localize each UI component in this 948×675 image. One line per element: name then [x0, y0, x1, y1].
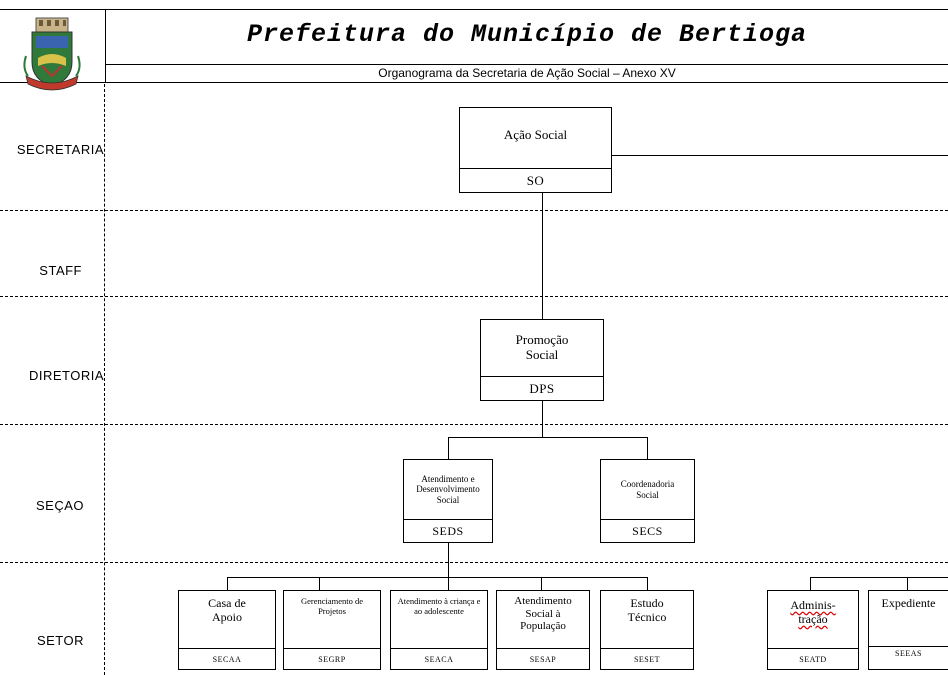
header-top-rule	[0, 9, 948, 10]
unit-box-acao-social: Ação Social SO	[459, 107, 612, 193]
unit-box-seds: Atendimento e Desenvolvimento Social SED…	[403, 459, 493, 543]
connector	[810, 577, 811, 590]
level-label-staff: STAFF	[39, 263, 82, 278]
connector	[227, 577, 647, 578]
level-label-secretaria: SECRETARIA	[16, 142, 104, 157]
unit-code: SEEAS	[869, 646, 948, 669]
unit-box-segrp: Gerenciamento de Projetos SEGRP	[283, 590, 381, 670]
municipal-crest-icon	[23, 17, 81, 91]
connector	[647, 577, 648, 590]
connector	[647, 437, 648, 459]
unit-name: Atendimento à criança e ao adolescente	[397, 596, 481, 616]
unit-name: Atendimento e Desenvolvimento Social	[416, 473, 480, 505]
header-bottom-rule	[0, 82, 948, 83]
unit-code: SECS	[601, 519, 694, 542]
unit-name: Coordenadoria Social	[620, 479, 675, 500]
connector	[319, 577, 320, 590]
unit-box-sesap: Atendimento Social à População SESAP	[496, 590, 590, 670]
connector	[810, 577, 948, 578]
connector	[541, 577, 542, 590]
level-separator	[0, 210, 948, 211]
unit-box-secaa: Casa de Apoio SECAA	[178, 590, 276, 670]
connector	[227, 577, 228, 590]
unit-name: Adminis-tração	[768, 591, 858, 648]
unit-box-secs: Coordenadoria Social SECS	[600, 459, 695, 543]
unit-code: SECAA	[179, 648, 275, 669]
connector	[448, 437, 449, 459]
unit-name: Promoção Social	[515, 332, 569, 362]
level-label-diretoria: DIRETORIA	[28, 368, 104, 383]
spellcheck-flagged-text: Adminis-tração	[790, 598, 836, 626]
unit-name: Estudo Técnico	[627, 596, 667, 624]
level-separator	[0, 562, 948, 563]
level-column-divider	[104, 84, 105, 675]
level-separator	[0, 296, 948, 297]
unit-code: SEACA	[391, 648, 487, 669]
connector	[448, 543, 449, 590]
level-label-secao: SEÇAO	[35, 498, 84, 513]
unit-box-seeas: Expediente SEEAS	[868, 590, 948, 670]
header-mid-rule	[106, 64, 948, 65]
level-label-setor: SETOR	[36, 633, 84, 648]
connector	[542, 401, 543, 437]
unit-box-seaca: Atendimento à criança e ao adolescente S…	[390, 590, 488, 670]
unit-code: DPS	[481, 376, 603, 400]
unit-name: Gerenciamento de Projetos	[300, 596, 364, 616]
connector	[907, 577, 908, 590]
level-separator	[0, 424, 948, 425]
unit-box-promocao-social: Promoção Social DPS	[480, 319, 604, 401]
unit-name: Expediente	[881, 596, 936, 610]
unit-code: SEGRP	[284, 648, 380, 669]
page-subtitle: Organograma da Secretaria de Ação Social…	[378, 66, 676, 80]
unit-name: Casa de Apoio	[208, 596, 246, 624]
header-divider	[105, 9, 106, 82]
connector	[448, 437, 648, 438]
unit-code: SESAP	[497, 648, 589, 669]
unit-code: SEATD	[768, 648, 858, 669]
unit-box-seset: Estudo Técnico SESET	[600, 590, 694, 670]
connector	[612, 155, 948, 156]
page-title: Prefeitura do Município de Bertioga	[246, 20, 808, 49]
unit-box-seatd: Adminis-tração SEATD	[767, 590, 859, 670]
unit-code: SEDS	[404, 519, 492, 542]
unit-name: Atendimento Social à População	[514, 595, 572, 633]
connector	[542, 193, 543, 319]
unit-code: SESET	[601, 648, 693, 669]
unit-code: SO	[460, 168, 611, 192]
unit-name: Ação Social	[503, 127, 568, 142]
